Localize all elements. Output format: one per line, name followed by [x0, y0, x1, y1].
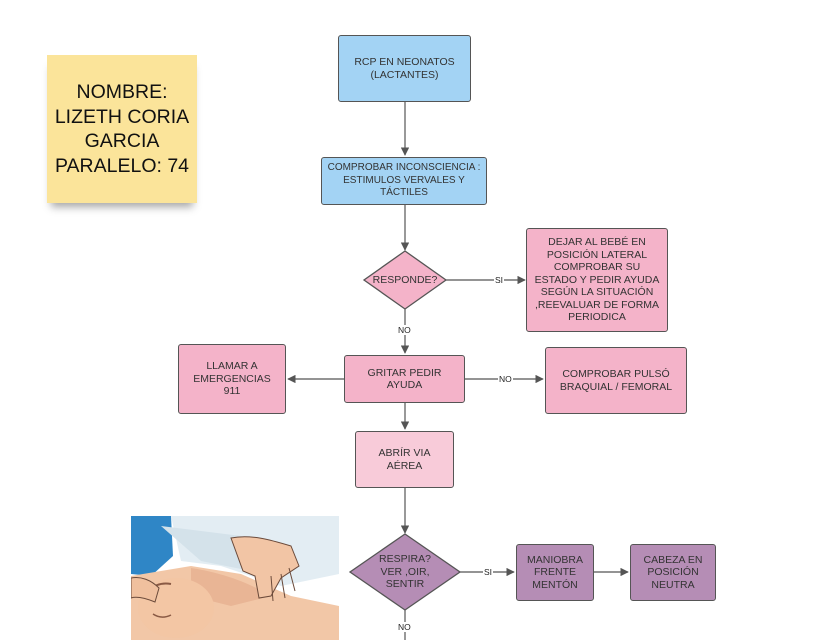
node-comprobar-inconsciencia: COMPROBAR INCONSCIENCIA : ESTIMULOS VERV… — [321, 157, 487, 205]
node-maniobra-frente-menton: MANIOBRA FRENTE MENTÓN — [516, 544, 594, 601]
responde-diamond — [362, 250, 448, 310]
edge-label-si-respira: SI — [483, 567, 494, 577]
respira-diamond — [348, 533, 462, 611]
node-rcp-neonatos: RCP EN NEONATOS (LACTANTES) — [338, 35, 471, 102]
node-dejar-bebe-lateral: DEJAR AL BEBÉ EN POSICIÓN LATERAL COMPRO… — [526, 228, 668, 332]
edge-label-no-gritar: NO — [498, 374, 513, 384]
node-gritar-pedir-ayuda: GRITAR PEDIR AYUDA — [344, 355, 465, 403]
node-llamar-emergencias: LLAMAR A EMERGENCIAS 911 — [178, 344, 286, 414]
edge-label-no-responde: NO — [397, 325, 412, 335]
infant-cpr-illustration — [131, 516, 339, 640]
edge-label-si-responde: SI — [494, 275, 505, 285]
node-cabeza-posicion-neutra: CABEZA EN POSICIÓN NEUTRA — [630, 544, 716, 601]
edge-label-no-respira: NO — [397, 622, 412, 632]
sticky-note: NOMBRE: LIZETH CORIA GARCIA PARALELO: 74 — [47, 55, 197, 203]
node-comprobar-pulso: COMPROBAR PULSÓ BRAQUIAL / FEMORAL — [545, 347, 687, 414]
node-abrir-via-aerea: ABRÍR VIA AÉREA — [355, 431, 454, 488]
